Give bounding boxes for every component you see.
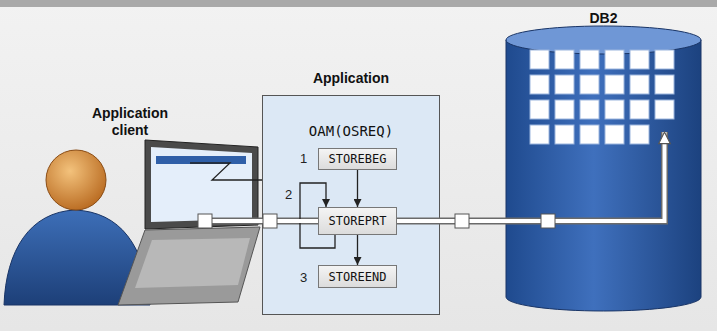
person-head	[46, 150, 106, 210]
table-cell	[605, 75, 624, 94]
laptop-screen	[145, 140, 258, 229]
table-cell	[605, 100, 624, 119]
macro-name: STOREBEG	[329, 152, 387, 166]
laptop-keyboard	[135, 238, 250, 288]
client-label-area: Application client	[72, 102, 188, 142]
wire-casing	[208, 218, 318, 225]
data-packet	[263, 214, 277, 228]
macro-name: STOREEND	[329, 270, 387, 284]
table-cell	[555, 125, 574, 144]
flow-arrow	[300, 183, 335, 248]
data-flow-line	[397, 132, 665, 221]
process-box: STOREEND	[318, 265, 397, 288]
callout-number: 2	[285, 187, 292, 202]
table-cell	[555, 50, 574, 69]
network-link	[190, 163, 262, 180]
program-name: OAM(OSREQ)	[263, 123, 439, 139]
callout-number: 3	[300, 270, 307, 285]
wire-casing	[397, 132, 665, 221]
data-packet	[541, 214, 555, 228]
table-cell	[530, 50, 549, 69]
database-heading: DB2	[505, 10, 702, 26]
data-packets	[198, 214, 555, 228]
data-packet	[455, 214, 469, 228]
laptop-base	[118, 227, 260, 305]
window-bar	[156, 156, 246, 164]
callout-number: 1	[300, 151, 307, 166]
table-cell	[655, 75, 674, 94]
table-cell	[580, 100, 599, 119]
table-cell	[555, 100, 574, 119]
table-cell	[580, 125, 599, 144]
table-cell	[655, 50, 674, 69]
cylinder-body	[506, 40, 701, 311]
table-cell	[605, 50, 624, 69]
macro-name: STOREPRT	[329, 214, 387, 228]
table-cell	[580, 75, 599, 94]
actor-label: Application client	[72, 105, 188, 139]
box-heading: Application	[263, 70, 439, 86]
table-cell	[630, 100, 649, 119]
table-cell	[530, 75, 549, 94]
table-cell	[580, 50, 599, 69]
process-box: STOREBEG	[318, 148, 397, 170]
table-cell	[605, 125, 624, 144]
application-box: ApplicationOAM(OSREQ)STOREBEGSTOREPRTSTO…	[262, 95, 440, 315]
laptop-display	[151, 147, 252, 222]
table-cell	[655, 100, 674, 119]
table-cell	[630, 125, 649, 144]
database-cylinder: DB2	[505, 8, 702, 313]
data-flow-line	[208, 219, 318, 223]
panel-top-band	[0, 0, 717, 7]
table-cell	[555, 75, 574, 94]
process-box: STOREPRT	[318, 207, 397, 235]
cylinder-shape	[505, 8, 702, 313]
table-cell	[630, 50, 649, 69]
data-packet	[198, 214, 212, 228]
table-cell	[530, 100, 549, 119]
flow-arrow	[357, 235, 358, 265]
table-cell	[630, 75, 649, 94]
flow-arrow	[357, 170, 358, 207]
table-cell	[530, 125, 549, 144]
